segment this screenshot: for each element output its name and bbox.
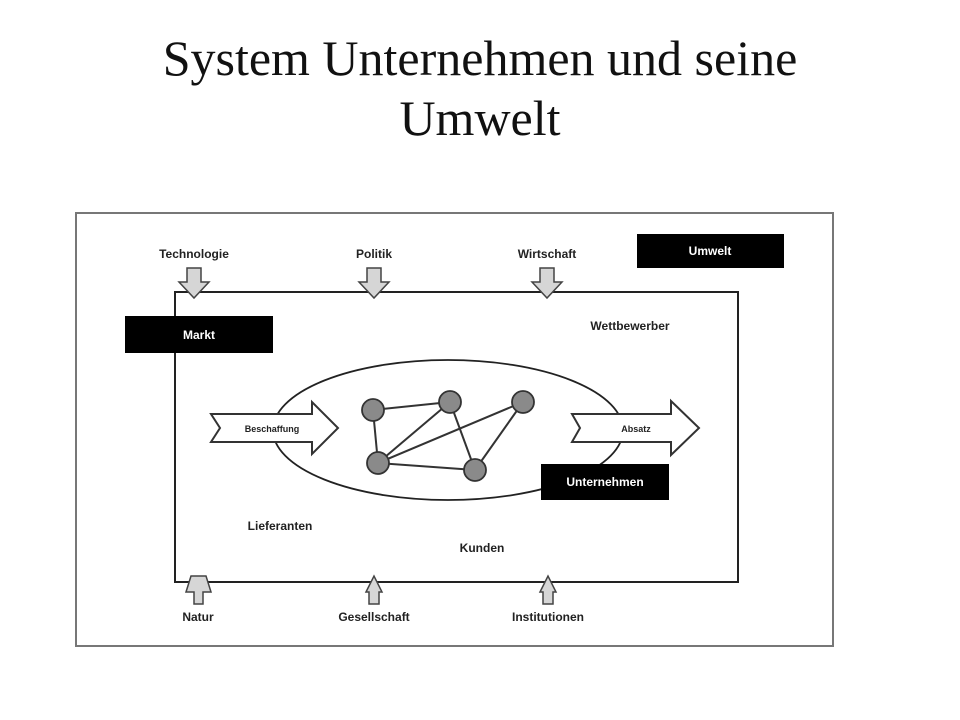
network-edge — [377, 401, 524, 464]
sales-arrow — [570, 398, 701, 458]
network-edge — [377, 462, 476, 471]
factor-institutions-label: Institutionen — [512, 610, 584, 624]
network-edge — [449, 401, 476, 471]
down-arrow-icon — [530, 267, 564, 300]
market-box-label: Markt — [183, 328, 215, 342]
procurement-arrow — [209, 399, 340, 457]
competitors-label: Wettbewerber — [590, 319, 669, 333]
network-edge — [372, 401, 451, 411]
slide-title-line-1: System Unternehmen und seine — [162, 30, 798, 86]
market-box — [125, 316, 273, 353]
company-box-label: Unternehmen — [566, 475, 643, 489]
network-node — [463, 458, 487, 482]
company-box — [541, 464, 669, 500]
factor-technology-label: Technologie — [159, 247, 229, 261]
market-rectangle — [174, 291, 739, 583]
down-arrow-icon — [357, 267, 391, 300]
network-edge — [474, 401, 524, 471]
network-node — [366, 451, 390, 475]
slide-title: System Unternehmen und seine Umwelt — [60, 28, 900, 148]
up-arrow-icon — [184, 575, 213, 605]
factor-nature-label: Natur — [182, 610, 214, 624]
network-node — [511, 390, 535, 414]
company-network-nodes — [361, 390, 535, 482]
sales-label: Absatz — [621, 424, 651, 434]
down-arrow-icon — [177, 267, 211, 300]
suppliers-label: Lieferanten — [248, 519, 313, 533]
factor-economy-label: Wirtschaft — [518, 247, 577, 261]
environment-box — [637, 234, 784, 268]
environment-box-label: Umwelt — [689, 244, 732, 258]
factor-society-label: Gesellschaft — [338, 610, 409, 624]
network-edge — [377, 401, 451, 464]
network-node — [361, 398, 385, 422]
procurement-label: Beschaffung — [245, 424, 300, 434]
slide-title-line-2: Umwelt — [399, 90, 561, 146]
factor-politics-label: Politik — [356, 247, 392, 261]
up-arrow-icon — [364, 574, 384, 605]
network-node — [438, 390, 462, 414]
customers-label: Kunden — [460, 541, 505, 555]
up-arrow-icon — [538, 574, 558, 605]
